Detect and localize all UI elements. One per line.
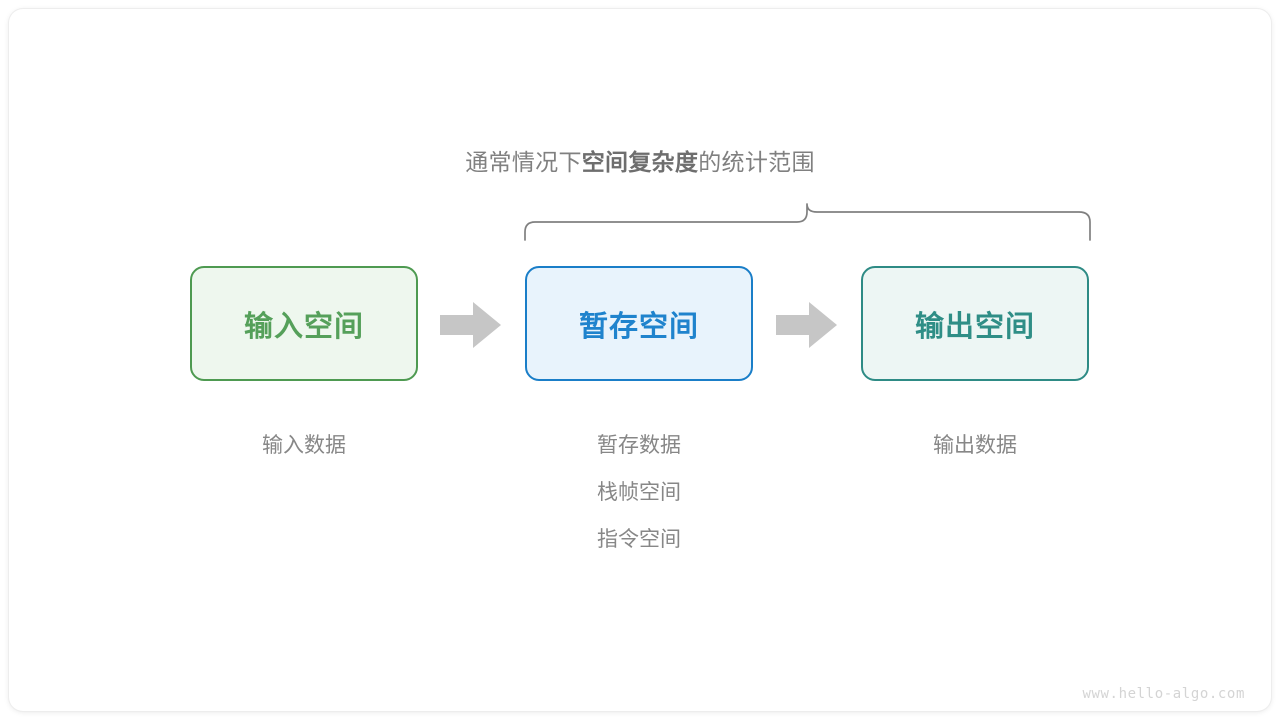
brace-title: 通常情况下空间复杂度的统计范围 (0, 145, 1280, 179)
caption-temp-line-3: 指令空间 (597, 528, 681, 551)
watermark: www.hello-algo.com (1082, 686, 1245, 702)
caption-output: 输出数据 (825, 422, 1125, 469)
right-arrow-icon-1 (440, 301, 502, 349)
right-arrow-icon-2 (776, 301, 838, 349)
brace-title-suffix: 的统计范围 (698, 149, 815, 175)
caption-temp-line-2: 栈帧空间 (597, 481, 681, 504)
right-arrow-icon (440, 302, 501, 348)
caption-temp-line-1: 暂存数据 (597, 434, 681, 457)
curly-brace (515, 196, 1100, 248)
caption-output-line-1: 输出数据 (933, 434, 1017, 457)
box-temp-space-label: 暂存空间 (578, 310, 699, 343)
caption-input: 输入数据 (154, 422, 454, 469)
brace-title-emphasis: 空间复杂度 (581, 149, 699, 175)
box-output-space: 输出空间 (861, 266, 1089, 381)
curly-brace-icon (524, 203, 1091, 241)
right-arrow-icon (776, 302, 837, 348)
box-temp-space: 暂存空间 (525, 266, 753, 381)
brace-title-prefix: 通常情况下 (465, 149, 582, 175)
box-output-space-label: 输出空间 (914, 310, 1035, 343)
box-input-space-label: 输入空间 (243, 310, 364, 343)
caption-input-line-1: 输入数据 (262, 434, 346, 457)
box-input-space: 输入空间 (190, 266, 418, 381)
caption-temp: 暂存数据 栈帧空间 指令空间 (489, 422, 789, 563)
